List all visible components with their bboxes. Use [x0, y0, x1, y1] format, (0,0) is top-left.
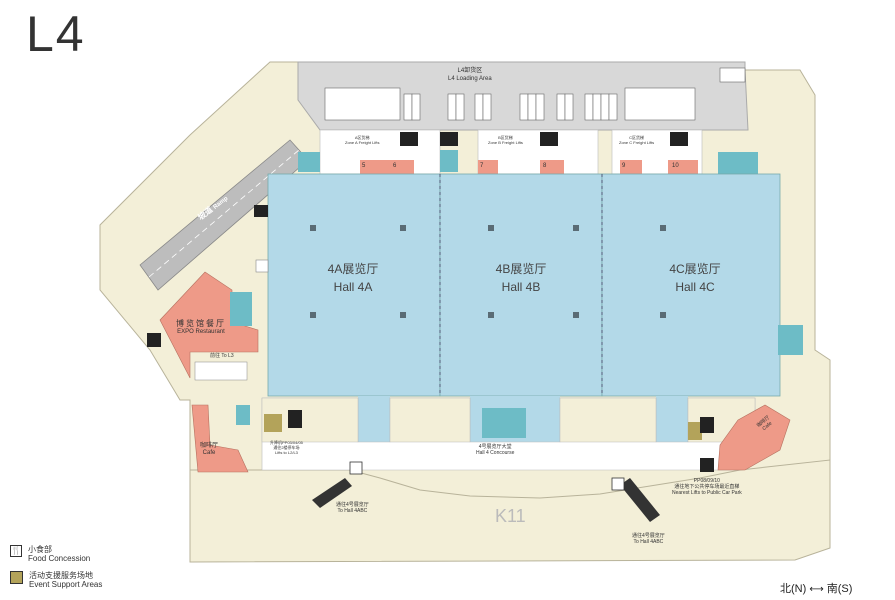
freight-lift-a-label: A区货梯 Zone A Freight Lifts — [345, 135, 379, 145]
k11-label: K11 — [495, 506, 526, 526]
freight-lift-b-cn: B区货梯 — [498, 135, 513, 140]
lifts-right-en: Nearest Lifts to Public Car Park — [672, 490, 742, 496]
freight-lift-c-en: Zone C Freight Lifts — [619, 140, 655, 145]
to-hall-right-cn: 通往4号展览厅 — [632, 533, 665, 539]
hall-4b-en: Hall 4B — [501, 280, 541, 294]
columns — [310, 225, 666, 318]
food-icon: 🍴 — [10, 545, 22, 557]
door-5: 5 — [362, 163, 366, 169]
cafe-left-area — [191, 404, 249, 473]
expo-restaurant-en: EXPO Restaurant — [177, 329, 225, 335]
hall-4c-floor — [601, 173, 781, 397]
compass: 北(N) ⟷ 南(S) — [780, 580, 852, 596]
loading-area-en: L4 Loading Area — [448, 76, 492, 82]
hall-4b-label: 4B展览厅 Hall 4B — [476, 260, 566, 296]
expo-restaurant-cn: 博览馆餐厅 — [176, 319, 226, 328]
cafe-left-en: Cafe — [202, 450, 216, 456]
legend-event-en: Event Support Areas — [29, 580, 103, 589]
freight-lift-c-label: C区货梯 Zone C Freight Lifts — [619, 135, 654, 145]
compass-north: 北(N) — [780, 583, 807, 595]
freight-lift-a-en: Zone A Freight Lifts — [345, 140, 380, 145]
hall-4a-label: 4A展览厅 Hall 4A — [308, 260, 398, 296]
lifts-left-label: 升降机PP03/04/05 通往2楼停车场 Lifts to L2/L3 — [270, 440, 303, 455]
compass-south: 南(S) — [826, 583, 853, 595]
freight-lift-b-en: Zone B Freight Lifts — [488, 140, 523, 145]
compass-arrow-icon: ⟷ — [809, 584, 824, 595]
door-7: 7 — [480, 163, 484, 169]
door-10: 10 — [672, 163, 679, 169]
lifts-right-code: PP08/09/10 — [693, 478, 720, 484]
hall-4c-cn: 4C展览厅 — [669, 262, 721, 276]
hall-4b-cn: 4B展览厅 — [495, 262, 547, 276]
hall-4b-floor — [439, 173, 603, 397]
hall-4a-floor — [267, 173, 441, 397]
to-hall-left-en: To Hall 4ABC — [337, 508, 368, 514]
door-8: 8 — [543, 163, 547, 169]
cafe-right-area — [717, 404, 791, 471]
concourse-en: Hall 4 Concourse — [476, 450, 515, 456]
legend-food-en: Food Concession — [28, 554, 91, 563]
freight-lift-b-label: B区货梯 Zone B Freight Lifts — [488, 135, 523, 145]
to-hall-left-cn: 通往4号展览厅 — [336, 502, 369, 508]
loading-area-cn: L4卸货区 — [457, 68, 483, 74]
freight-lift-a-cn: A区货梯 — [354, 135, 370, 140]
lifts-left-cn2: 通往2楼停车场 — [273, 445, 300, 450]
hall-4c-label: 4C展览厅 Hall 4C — [650, 260, 740, 296]
expo-restaurant-area — [159, 271, 259, 379]
legend-event: 活动支援服务场地 Event Support Areas — [10, 571, 102, 589]
cafe-left-label: 咖啡厅 Cafe — [200, 443, 218, 457]
to-hall-right-en: To Hall 4ABC — [633, 539, 664, 545]
expo-restaurant-label: 博览馆餐厅 EXPO Restaurant — [176, 318, 226, 335]
lifts-left-en: Lifts to L2/L3 — [275, 450, 298, 455]
loading-area-label: L4卸货区 L4 Loading Area — [448, 67, 492, 83]
freight-lift-c-cn: C区货梯 — [629, 135, 644, 140]
event-support-swatch — [10, 571, 23, 584]
to-hall-right-label: 通往4号展览厅 To Hall 4ABC — [632, 533, 665, 545]
cafe-left-cn: 咖啡厅 — [200, 443, 219, 449]
hall-4a-cn: 4A展览厅 — [327, 262, 379, 276]
hall-4c-en: Hall 4C — [675, 280, 715, 294]
to-l3-label: 前往 To L3 — [210, 353, 234, 359]
concourse-label: 4号展览厅大堂 Hall 4 Concourse — [476, 444, 514, 456]
floor-label: L4 — [26, 6, 86, 62]
lifts-right-cn: 通往地下公共停车场最近直梯 — [674, 484, 740, 490]
lifts-left-cn: 升降机PP03/04/05 — [270, 440, 303, 445]
legend-food-cn: 小食部 — [28, 545, 52, 554]
concourse-cn: 4号展览厅大堂 — [478, 444, 512, 450]
legend-event-cn: 活动支援服务场地 — [29, 571, 93, 580]
loading-bays — [324, 67, 746, 121]
door-6: 6 — [393, 163, 397, 169]
to-hall-left-label: 通往4号展览厅 To Hall 4ABC — [336, 502, 369, 514]
escalators — [312, 478, 660, 522]
lifts-right-label: PP08/09/10 通往地下公共停车场最近直梯 Nearest Lifts t… — [672, 478, 742, 496]
legend-food: 🍴 小食部 Food Concession — [10, 545, 90, 563]
door-9: 9 — [622, 163, 626, 169]
hall-4a-en: Hall 4A — [333, 280, 373, 294]
